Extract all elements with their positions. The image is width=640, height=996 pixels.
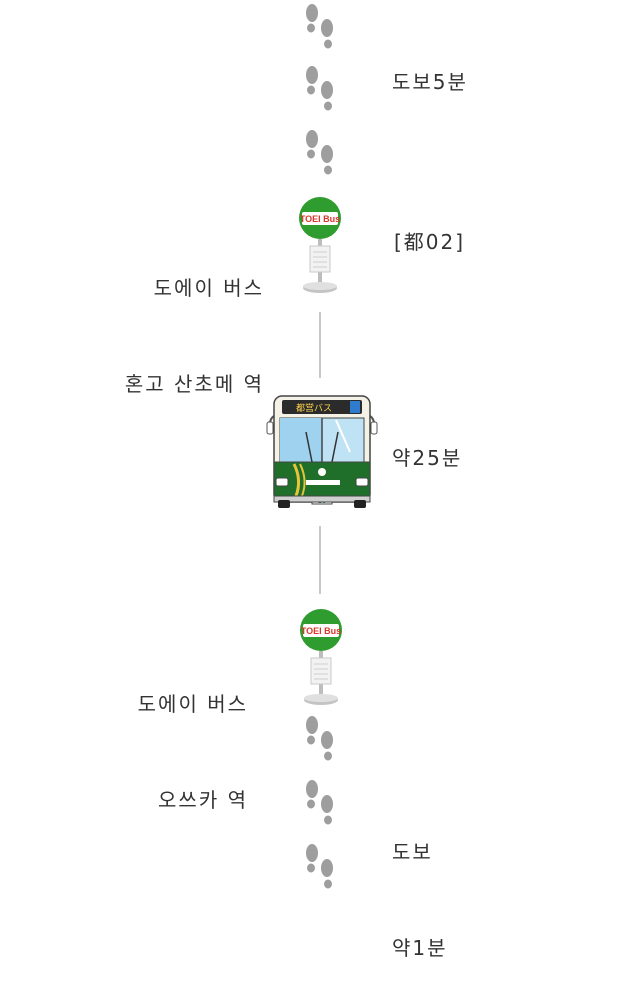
stop2-name-line1: 도에이 버스: [137, 692, 248, 716]
walk2-label-line1: 도보: [392, 840, 433, 864]
ride-duration-label: 약25분: [392, 446, 463, 470]
stop-sign-text: TOEI Bus: [301, 626, 341, 636]
footprints-icon: [306, 4, 333, 49]
footprints-icon: [306, 130, 333, 175]
route-line: [319, 526, 321, 594]
stop2-name: 도에이 버스 오쓰카 역: [138, 624, 248, 848]
walk2-label: 도보 약1분: [392, 772, 448, 996]
footprints-icon: [306, 780, 333, 825]
stop1-name-line2: 혼고 산초메 역: [124, 372, 264, 396]
stop-sign-text: TOEI Bus: [300, 214, 340, 224]
stop2-name-line2: 오쓰카 역: [158, 788, 248, 812]
walk2-label-line2: 약1분: [392, 936, 448, 960]
bus-destination: 都営バス: [296, 402, 332, 414]
walk-duration-label: 도보5분: [392, 70, 468, 94]
bus-stop-icon: TOEI Bus: [299, 608, 343, 706]
bus-stop-icon: TOEI Bus: [298, 196, 342, 294]
bus-icon: 都営バス 28: [266, 395, 378, 508]
footprints-icon: [306, 844, 333, 889]
route-line: [319, 312, 321, 378]
stop1-name-line1: 도에이 버스: [153, 276, 264, 300]
stop1-name: 도에이 버스 혼고 산초메 역: [125, 208, 264, 432]
footprints-icon: [306, 716, 333, 761]
route-number: [都02]: [394, 230, 466, 254]
footprints-icon: [306, 66, 333, 111]
